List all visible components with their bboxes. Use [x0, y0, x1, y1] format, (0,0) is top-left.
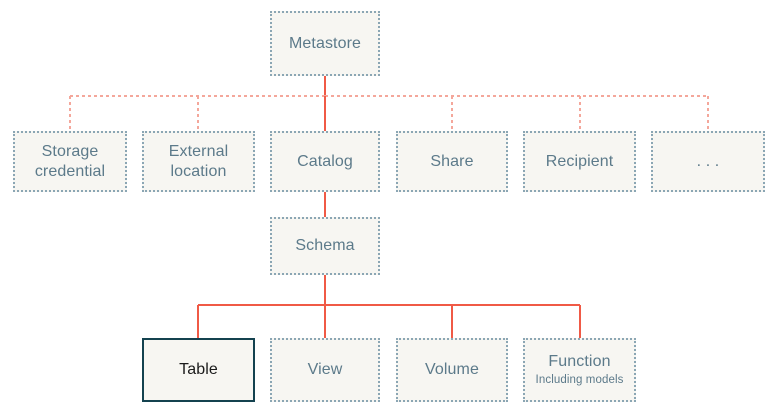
node-label-storage-credential: Storage credential	[34, 142, 106, 180]
node-label-view: View	[307, 361, 343, 379]
node-label-function: Function	[548, 353, 611, 371]
node-label-recipient: Recipient	[545, 152, 614, 170]
node-label-metastore: Metastore	[288, 34, 362, 52]
node-volume[interactable]: Volume	[396, 338, 508, 402]
node-label-table: Table	[179, 361, 218, 379]
node-share[interactable]: Share	[396, 131, 508, 192]
node-label-schema: Schema	[295, 237, 355, 255]
node-catalog[interactable]: Catalog	[270, 131, 380, 192]
node-label-volume: Volume	[425, 361, 479, 379]
node-label-external-location: External location	[168, 142, 229, 180]
node-subtitle-function: Including models	[535, 373, 624, 386]
node-label-more: . . .	[696, 152, 720, 170]
node-label-share: Share	[430, 152, 474, 170]
node-more[interactable]: . . .	[651, 131, 765, 192]
node-schema[interactable]: Schema	[270, 217, 380, 275]
node-view[interactable]: View	[270, 338, 380, 402]
node-metastore[interactable]: Metastore	[270, 11, 380, 76]
node-table[interactable]: Table	[142, 338, 255, 402]
node-label-catalog: Catalog	[297, 152, 353, 170]
node-storage-credential[interactable]: Storage credential	[13, 131, 127, 192]
node-recipient[interactable]: Recipient	[523, 131, 636, 192]
node-external-location[interactable]: External location	[142, 131, 255, 192]
